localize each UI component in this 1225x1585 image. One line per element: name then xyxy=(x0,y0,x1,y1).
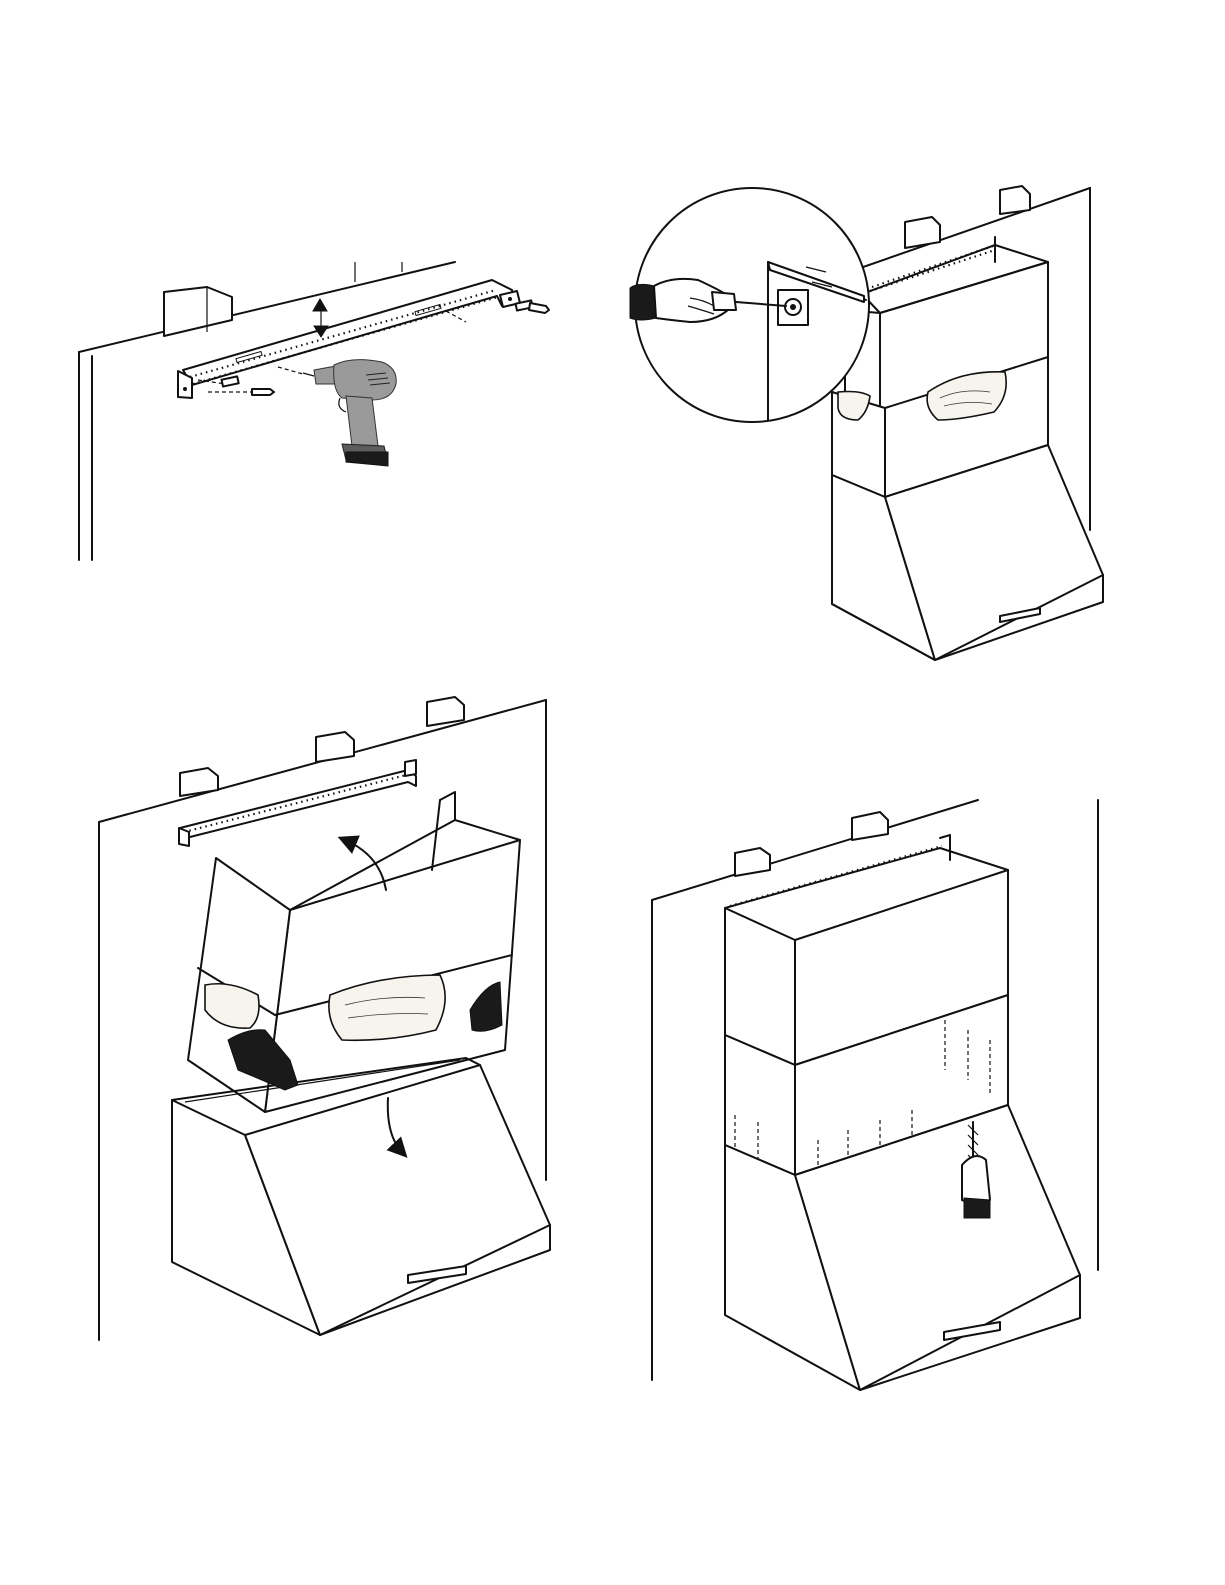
hood-body xyxy=(172,1058,550,1335)
stud xyxy=(905,186,1030,248)
step-4-panel xyxy=(652,800,1098,1390)
stud xyxy=(735,812,888,876)
stud xyxy=(180,697,464,796)
step-3-panel xyxy=(99,697,550,1340)
power-drill-icon xyxy=(278,360,396,466)
step-2-panel xyxy=(630,186,1103,660)
stud xyxy=(164,287,232,336)
step-1-panel xyxy=(79,262,549,560)
